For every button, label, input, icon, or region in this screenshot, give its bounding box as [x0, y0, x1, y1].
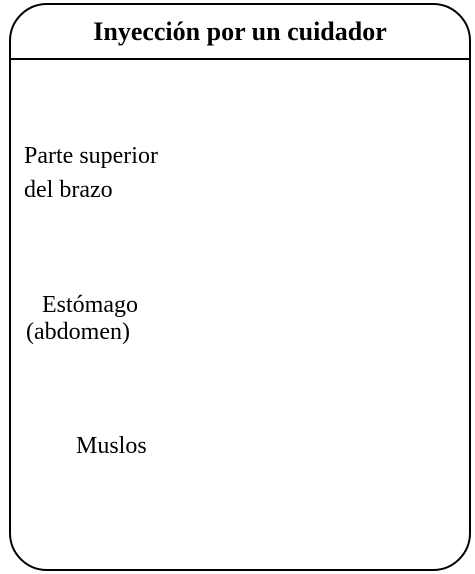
label-thighs: Muslos — [76, 433, 147, 459]
diagram-frame: Inyección por un cuidador — [9, 3, 471, 571]
title-bar: Inyección por un cuidador — [11, 5, 469, 60]
label-stomach-line2: (abdomen) — [26, 319, 130, 345]
label-upper-arm-line1: Parte superior — [24, 143, 158, 169]
label-stomach-line1: Estómago — [42, 292, 138, 318]
label-upper-arm-line2: del brazo — [24, 177, 113, 203]
diagram-title: Inyección por un cuidador — [93, 16, 387, 46]
